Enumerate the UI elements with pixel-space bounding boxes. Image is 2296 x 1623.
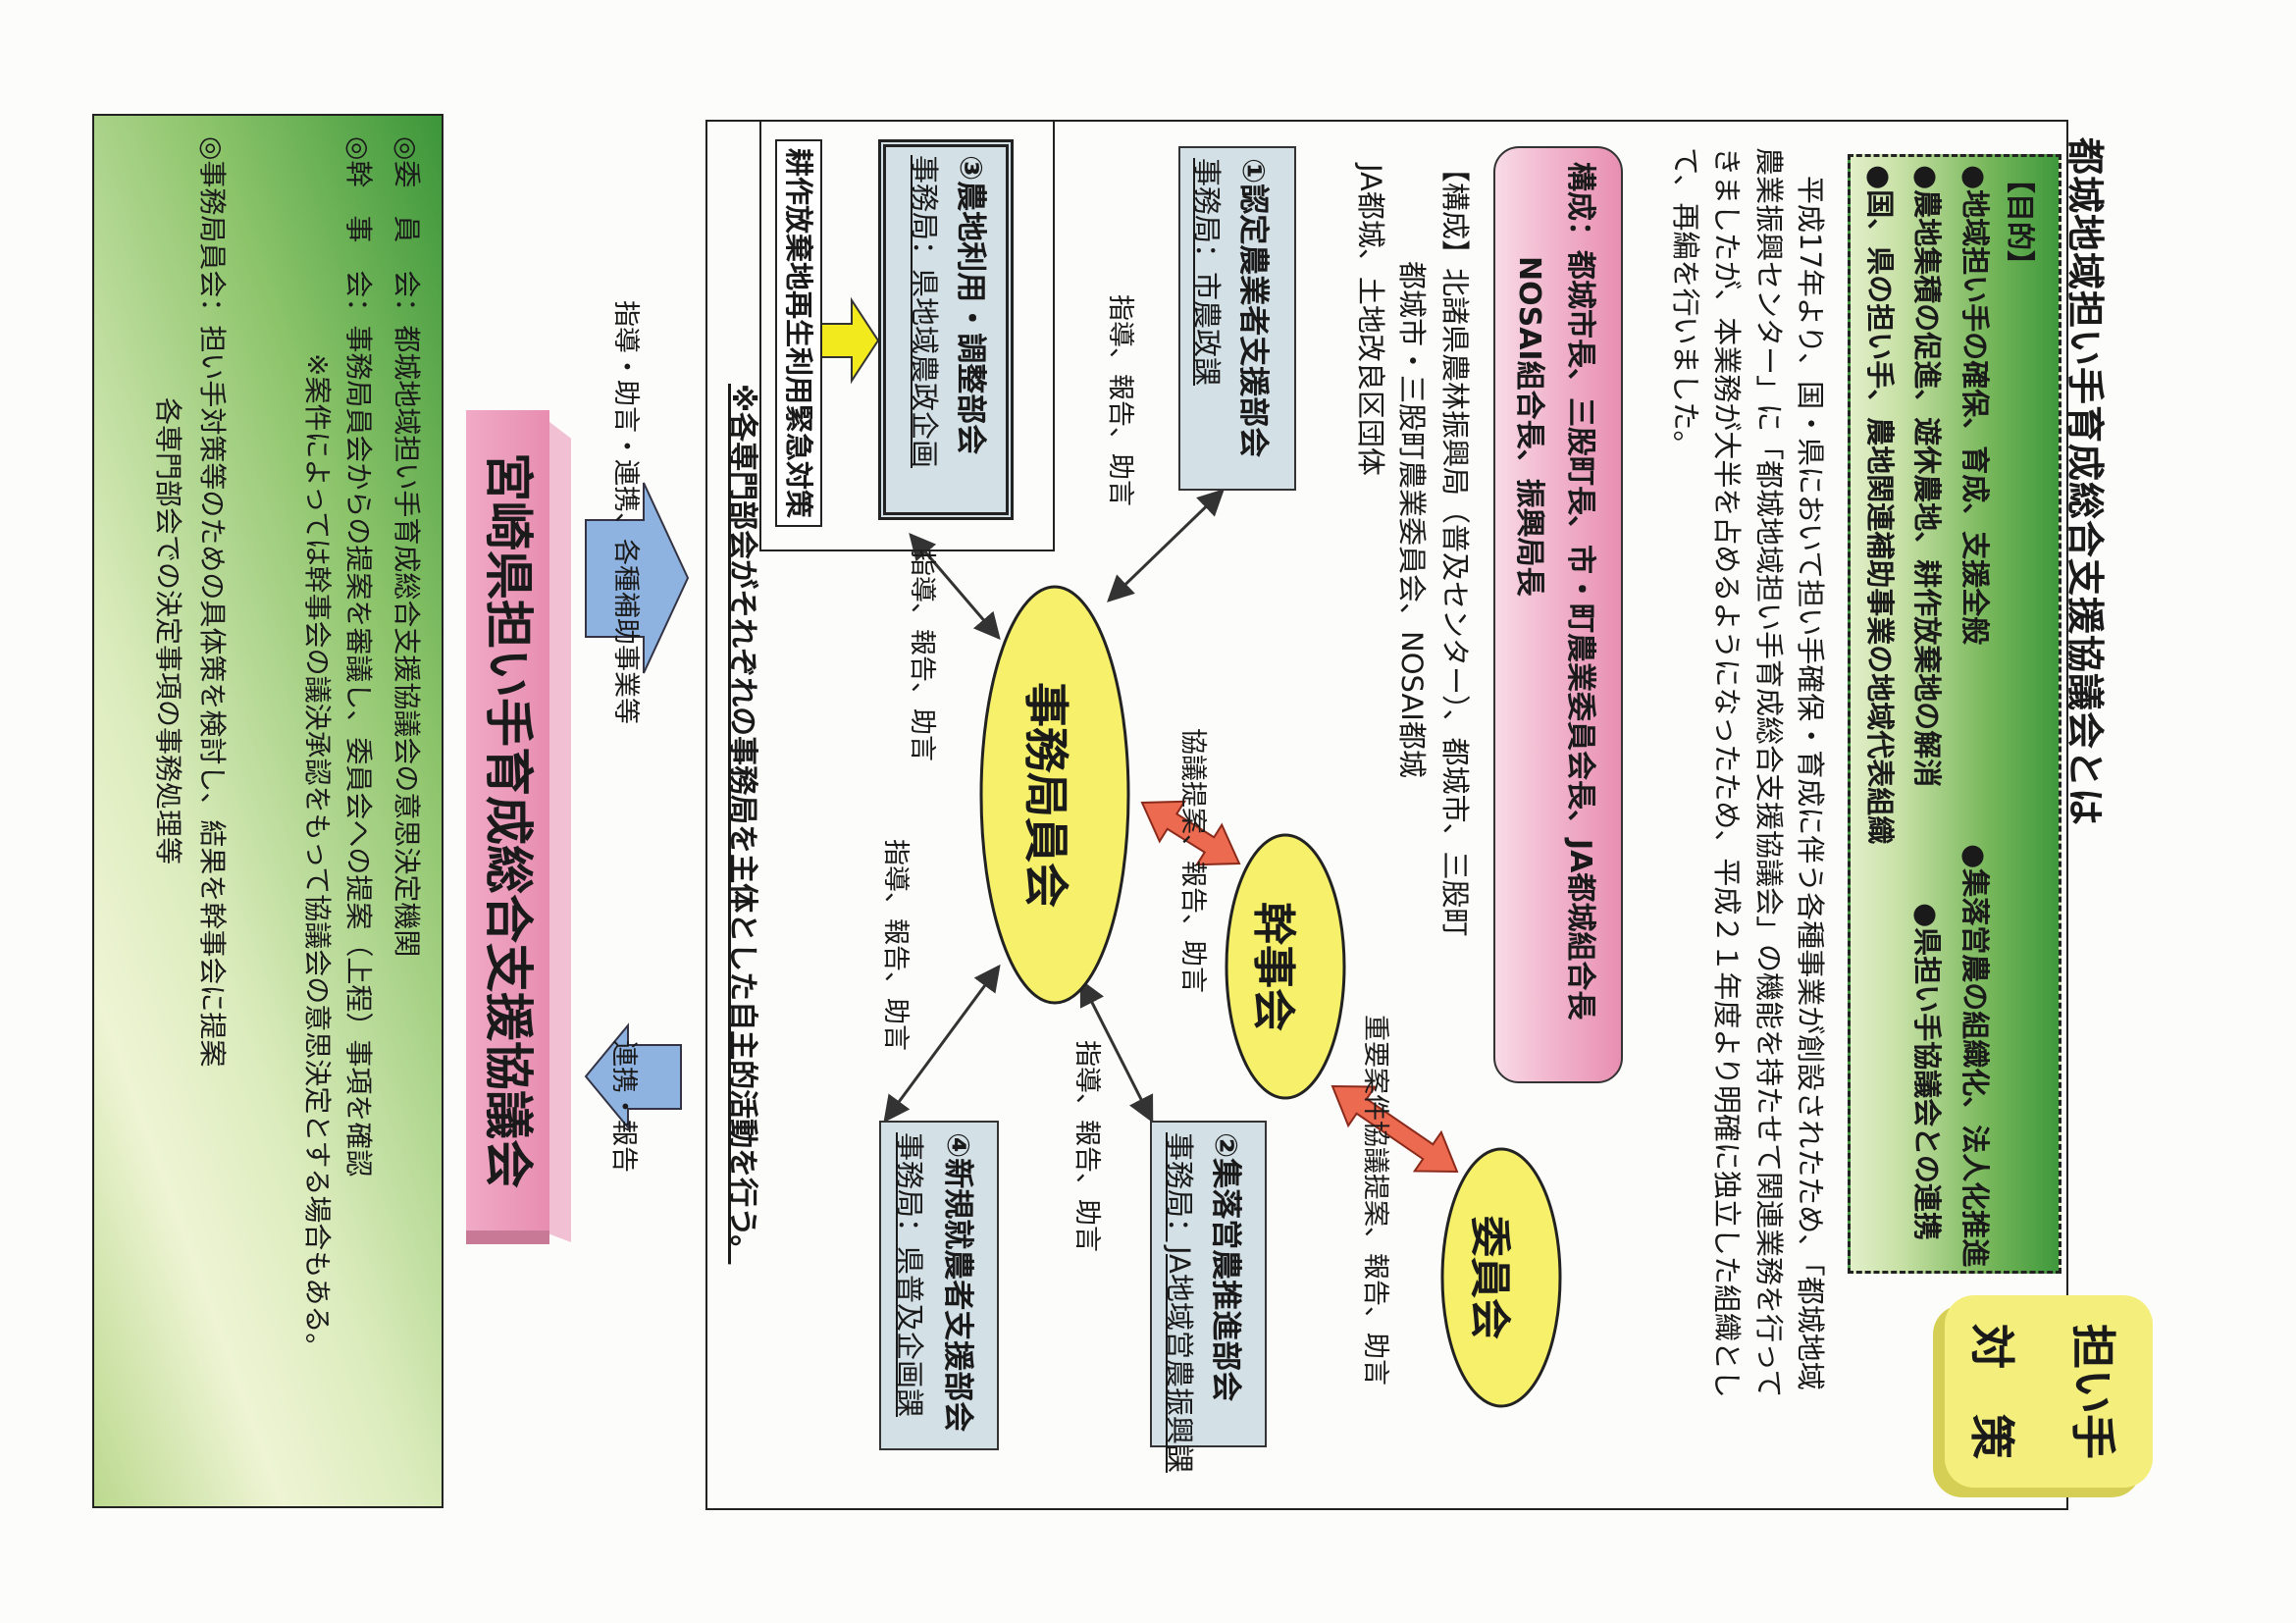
emergency-measure-label: 耕作放棄地再生利用緊急対策 <box>775 139 822 527</box>
relation-label: 指導、報告、助言 <box>907 550 937 761</box>
role-line: 各専門部会での決定事項の事務処理等 <box>152 397 184 865</box>
connector-subcommittee-1 <box>1107 489 1225 602</box>
roles-box: ◎委 員 会：都城地域担い手育成総合支援協議会の意思決定機関 ◎幹 事 会：事務… <box>92 114 444 1508</box>
subcommittee-office: 事務局：県普及企画課 <box>893 1132 926 1418</box>
executive-label: 幹事会 <box>1248 902 1298 1031</box>
subcommittee-title: ④新規就農者支援部会 <box>940 1132 975 1433</box>
composition-members: 構成：都城市長、三股町長、市・町農業委員会長、JA都城組合長 <box>1563 162 1597 1021</box>
connector-subcommittee-3 <box>909 532 1001 641</box>
role-line: ◎委 員 会：都城地域担い手育成総合支援協議会の意思決定機関 <box>391 136 423 958</box>
role-line: ◎幹 事 会：事務局員会からの提案を審議し、委員会への提案（上程）事項を確認 <box>342 136 375 1178</box>
topic-badge: 担い手 対 策 <box>1945 1295 2153 1488</box>
purpose-item: ●県担い手協議会との連携 <box>1910 903 1944 1241</box>
committee-label: 委員会 <box>1466 1215 1514 1339</box>
subcommittee-office: 事務局：JA地域営農振興課 <box>1163 1132 1196 1473</box>
subcommittee-title: ②集落営農推進部会 <box>1208 1132 1243 1402</box>
prefecture-council-bar: 宮崎県担い手育成総合支援協議会 <box>466 410 549 1244</box>
prefecture-bar-top-face <box>549 422 571 1242</box>
purpose-item: ●農地集積の促進、遊休農地、耕作放棄地の解消 <box>1910 165 1944 788</box>
relation-label: 指導、報告、助言 <box>880 839 911 1051</box>
composition-box: 構成：都城市長、三股町長、市・町農業委員会長、JA都城組合長 NOSAI組合長、… <box>1493 146 1623 1083</box>
composition-list-line: 都城市・三股町農業委員会、NOSAI都城 <box>1395 261 1429 778</box>
badge-line2: 対 策 <box>1965 1324 2018 1459</box>
subcommittee-1-box: ①認定農業者支援部会 事務局：市農政課 <box>1178 146 1296 491</box>
purpose-heading: 【目的】 <box>2004 165 2037 280</box>
red-double-arrow-executive <box>1140 800 1241 866</box>
composition-list-line: JA都城、土地改良区団体 <box>1354 164 1387 476</box>
connector-subcommittee-2 <box>1079 978 1154 1124</box>
committee-ellipse <box>1440 1147 1562 1408</box>
intro-line: て、再編を行いました。 <box>1669 147 1702 459</box>
relation-label: 指導、報告、助言 <box>1105 294 1135 506</box>
composition-list-line: 【構成】北諸県農林振興局（普及センター）、都城市、三股町 <box>1438 154 1472 937</box>
purpose-box: 【目的】 ●地域担い手の確保、育成、支援全般 ●集落営農の組織化、法人化推進 ●… <box>1848 154 2061 1274</box>
purpose-item: ●国、県の担い手、農地関連補助事業の地域代表組織 <box>1863 165 1897 845</box>
subcommittee-title: ③農地利用・調整部会 <box>953 155 988 455</box>
arrow-up-label: 指導・助言・連携、各種補助事業等 <box>610 300 641 724</box>
subcommittee-title: ①認定農業者支援部会 <box>1235 158 1271 458</box>
relation-label: 指導、報告、助言 <box>1071 1040 1102 1252</box>
arrow-down-label: 連携・報告 <box>608 1040 639 1173</box>
intro-line: 農業振興センター」に「都城地域担い手育成総合支援協議会」の機能を持たせて関連業務… <box>1752 147 1786 1398</box>
intro-line: 平成17年より、国・県において担い手確保・育成に伴う各種事業が創設されたため、「… <box>1794 147 1827 1390</box>
executive-ellipse <box>1225 833 1346 1100</box>
yellow-arrow-icon <box>819 296 880 385</box>
connector-subcommittee-4 <box>883 964 1001 1124</box>
secretariat-ellipse <box>979 585 1130 1005</box>
red-double-arrow-committee <box>1331 1084 1459 1174</box>
subcommittee-2-box: ②集落営農推進部会 事務局：JA地域営農振興課 <box>1150 1121 1267 1473</box>
subcommittee-office: 事務局：県地域農政企画 <box>908 155 941 469</box>
relation-label: 重要案件協議提案、報告、助言 <box>1360 1015 1390 1386</box>
blue-arrow-down-icon <box>584 1022 682 1130</box>
badge-line1: 担い手 <box>2066 1324 2119 1459</box>
composition-members: NOSAI組合長、振興局長 <box>1512 256 1546 597</box>
intro-line: きましたが、本業務が大半を占めるようになったため、平成２１年度より明確に独立した… <box>1710 147 1744 1398</box>
secretariat-label: 事務局員会 <box>1019 682 1072 908</box>
role-line: ◎事務局員会：担い手対策等のための具体策を検討し、結果を幹事会に提案 <box>196 136 229 1068</box>
purpose-item: ●地域担い手の確保、育成、支援全般 <box>1958 165 1992 646</box>
relation-label: 協議提案、報告、助言 <box>1177 728 1208 993</box>
subcommittee-office: 事務局：市農政課 <box>1190 158 1224 387</box>
role-line: ※案件によっては幹事会の議決承認をもって協議会の意思決定とする場合もある。 <box>301 353 334 1361</box>
purpose-item: ●集落営農の組織化、法人化推進 <box>1958 844 1992 1268</box>
blue-arrow-up-icon <box>585 482 690 674</box>
subcommittee-3-box: ③農地利用・調整部会 事務局：県地域農政企画 <box>878 139 1014 520</box>
subcommittee-note: ※各専門部会がそれぞれの事務局を主体とした自主的活動を行う。 <box>725 384 759 1265</box>
subcommittee-4-box: ④新規就農者支援部会 事務局：県普及企画課 <box>879 1121 999 1450</box>
